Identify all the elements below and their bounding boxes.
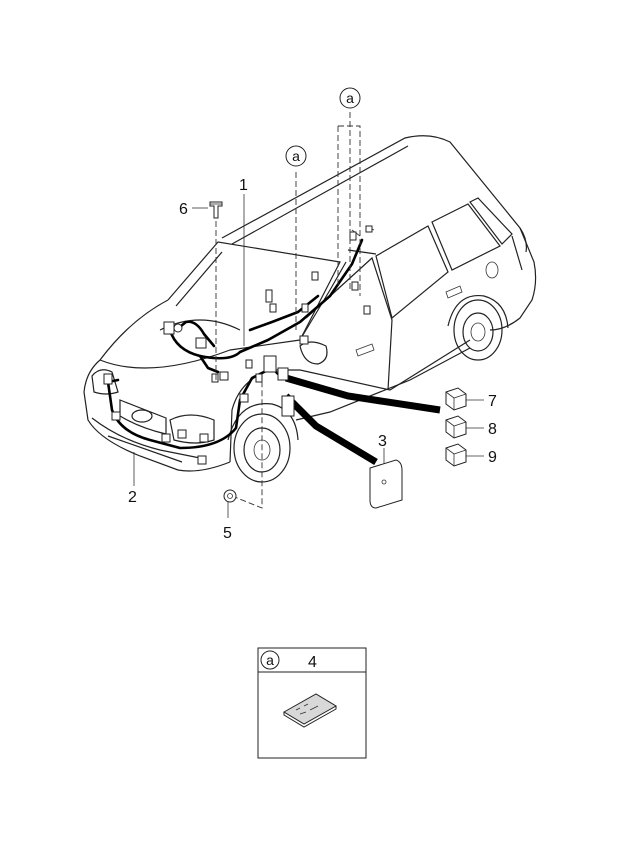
callout-3: 3 — [378, 433, 387, 450]
reference-marker-a-upper: a — [339, 87, 361, 109]
connectors — [103, 225, 373, 465]
callout-5: 5 — [223, 525, 232, 542]
svg-text:a: a — [346, 90, 354, 106]
callout-8: 8 — [488, 421, 497, 438]
part-8-relay — [445, 415, 467, 439]
vehicle-outline — [83, 135, 537, 483]
part-6-screw — [209, 201, 223, 219]
dashed-leaders — [215, 112, 361, 509]
part-9-relay — [445, 443, 467, 467]
part-4-pad — [283, 693, 337, 728]
reference-marker-a-middle: a — [285, 145, 307, 167]
callout-2: 2 — [128, 489, 137, 506]
part-5-nut — [223, 489, 237, 503]
inset-marker-circle — [260, 650, 280, 670]
wiring-harness — [106, 238, 441, 466]
callout-9: 9 — [488, 449, 497, 466]
callout-7: 7 — [488, 393, 497, 410]
inset-number: 4 — [308, 654, 317, 671]
part-7-relay — [445, 387, 467, 411]
inset-box: a 4 — [257, 647, 367, 759]
callout-1: 1 — [239, 177, 248, 194]
part-3-cover — [369, 459, 403, 509]
svg-text:a: a — [292, 148, 300, 164]
inset-marker: a — [266, 652, 274, 668]
callout-6: 6 — [179, 201, 188, 218]
callout-leaders — [133, 194, 484, 518]
